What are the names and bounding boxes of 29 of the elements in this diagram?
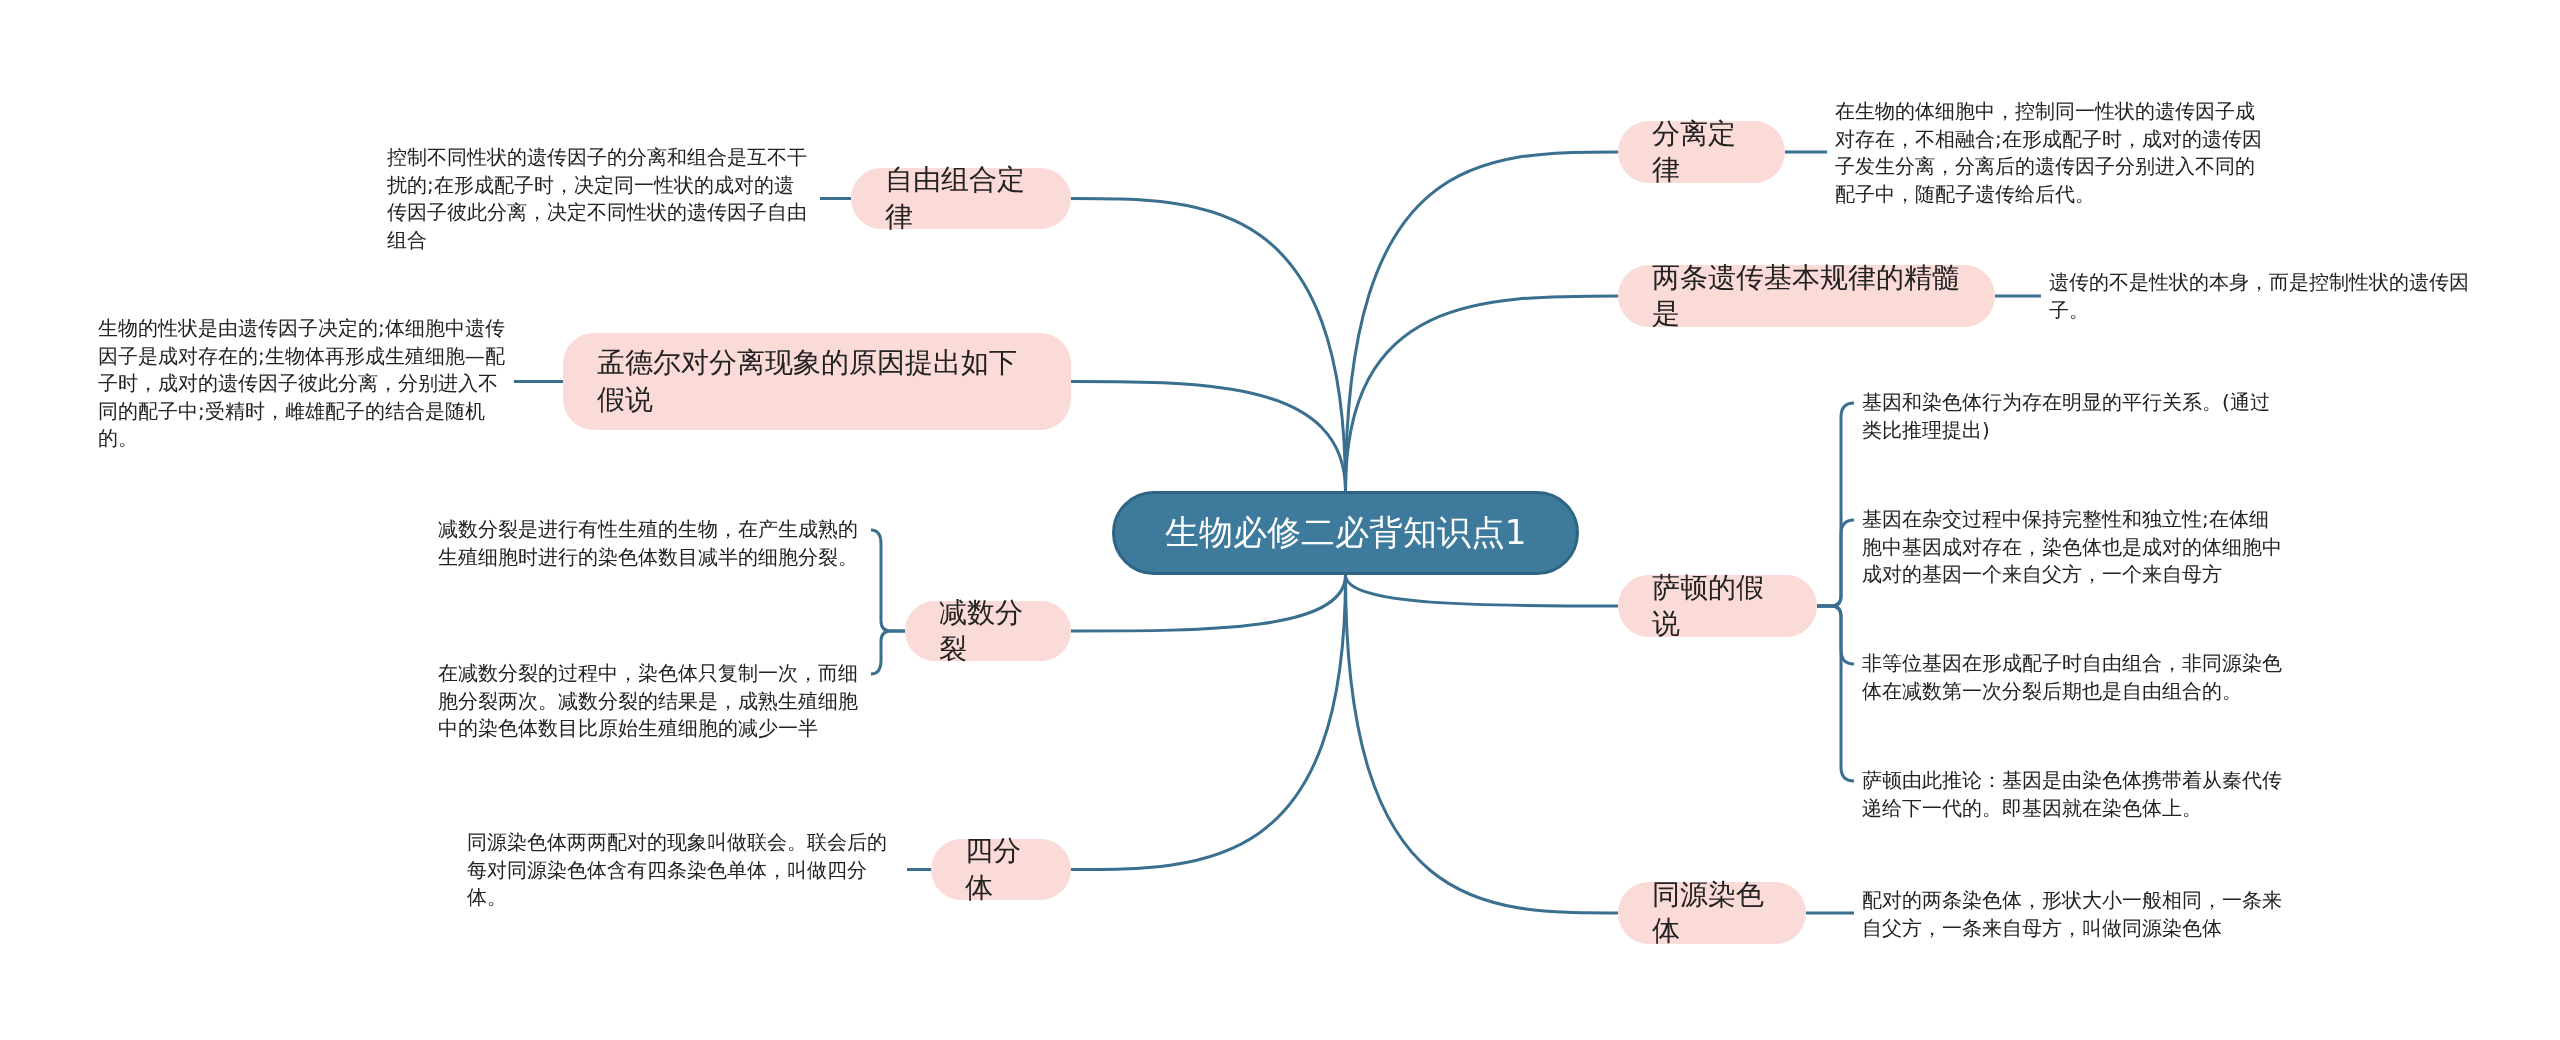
note-text: 在生物的体细胞中，控制同一性状的遗传因子成对存在，不相融合;在形成配子时，成对的遗传因子发生分离，分离后的遗传因子分别进入不同的配子中，随配子遗传给后代。 — [1835, 98, 2267, 208]
note-text: 生物的性状是由遗传因子决定的;体细胞中遗传因子是成对存在的;生物体再形成生殖细胞—配子时，成对的遗传因子彼此分离，分别进入不同的配子中;受精时，雌雄配子的结合是随机的。 — [98, 315, 506, 453]
topic-box: 分离定律 — [1618, 121, 1785, 183]
topic-box: 萨顿的假说 — [1618, 575, 1817, 637]
topic-box: 同源染色体 — [1618, 882, 1806, 944]
topic-box: 四分体 — [931, 839, 1071, 900]
note-text: 基因和染色体行为存在明显的平行关系。(通过类比推理提出) — [1862, 389, 2287, 444]
note-text: 控制不同性状的遗传因子的分离和组合是互不干扰的;在形成配子时，决定同一性状的成对的遗传因子彼此分离，决定不同性状的遗传因子自由组合 — [387, 144, 812, 254]
connector — [1785, 150, 1827, 154]
note-text: 减数分裂是进行有性生殖的生物，在产生成熟的生殖细胞时进行的染色体数目减半的细胞分裂。 — [438, 516, 863, 571]
connector — [870, 629, 905, 676]
connector — [514, 380, 563, 383]
note-text: 在减数分裂的过程中，染色体只复制一次，而细胞分裂两次。减数分裂的结果是，成熟生殖细胞中的染色体数目比原始生殖细胞的减少一半 — [438, 660, 863, 743]
topic-box: 减数分裂 — [905, 601, 1071, 661]
topic-box: 孟德尔对分离现象的原因提出如下假说 — [563, 333, 1071, 430]
note-text: 遗传的不是性状的本身，而是控制性状的遗传因子。 — [2049, 269, 2474, 324]
topic-box: 两条遗传基本规律的精髓是 — [1618, 265, 1995, 327]
note-text: 配对的两条染色体，形状大小一般相同，一条来自父方，一条来自母方，叫做同源染色体 — [1862, 887, 2287, 942]
note-text: 基因在杂交过程中保持完整性和独立性;在体细胞中基因成对存在，染色体也是成对的体细胞中成对的基因一个来自父方，一个来自母方 — [1862, 506, 2287, 589]
connector — [1817, 604, 1855, 783]
note-text: 同源染色体两两配对的现象叫做联会。联会后的每对同源染色体含有四条染色单体，叫做四分体。 — [467, 829, 899, 912]
central-topic-box: 生物必修二必背知识点1 — [1112, 491, 1579, 575]
connector — [820, 197, 851, 200]
connector — [907, 868, 931, 871]
note-text: 非等位基因在形成配子时自由组合，非同源染色体在减数第一次分裂后期也是自由组合的。 — [1862, 650, 2287, 705]
note-text: 萨顿由此推论：基因是由染色体携带着从秦代传递给下一代的。即基因就在染色体上。 — [1862, 767, 2287, 822]
connector — [1995, 294, 2041, 298]
connector — [1806, 911, 1854, 915]
connector — [1344, 294, 1618, 492]
